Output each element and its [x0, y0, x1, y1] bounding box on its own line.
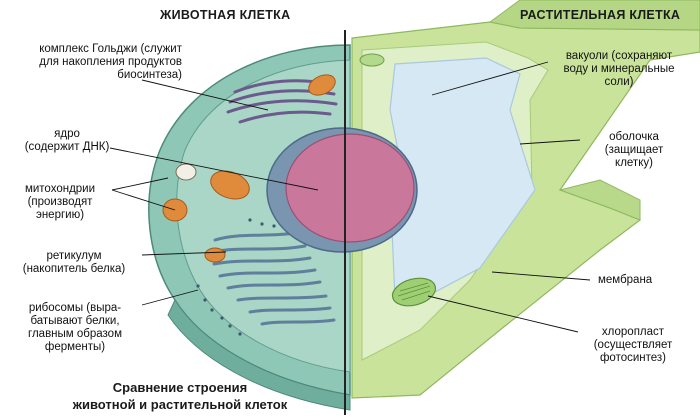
plant-cell-header: РАСТИТЕЛЬНАЯ КЛЕТКА	[520, 8, 681, 22]
label-reticulum: ретикулум (накопитель белка)	[22, 250, 126, 275]
mitochondria-shapes	[162, 74, 336, 263]
label-chloroplast: хлоропласт (осуществляет фотосинтез)	[593, 326, 673, 364]
diagram-caption: Сравнение строения животной и растительн…	[72, 380, 288, 412]
label-golgi: комплекс Гольджи (служит для накопления …	[39, 43, 182, 81]
animal-cell	[148, 44, 418, 411]
plant-cell	[351, 0, 700, 399]
label-ribosomes: рибосомы (выра- батывают белки, главным …	[28, 302, 122, 353]
label-nucleus: ядро (содержит ДНК)	[24, 128, 110, 153]
label-wall: оболочка (защищает клетку)	[604, 131, 664, 169]
nucleus-shape	[266, 127, 418, 253]
leader-lines	[109, 61, 591, 333]
animal-cell-header: ЖИВОТНАЯ КЛЕТКА	[160, 8, 291, 22]
label-membrane: мембрана	[598, 274, 653, 286]
label-mitochondria: митохондрии (производят энергию)	[24, 183, 96, 221]
chloroplast-shape	[391, 277, 437, 307]
label-vacuoles: вакуоли (сохраняют воду и минеральные со…	[563, 50, 675, 88]
